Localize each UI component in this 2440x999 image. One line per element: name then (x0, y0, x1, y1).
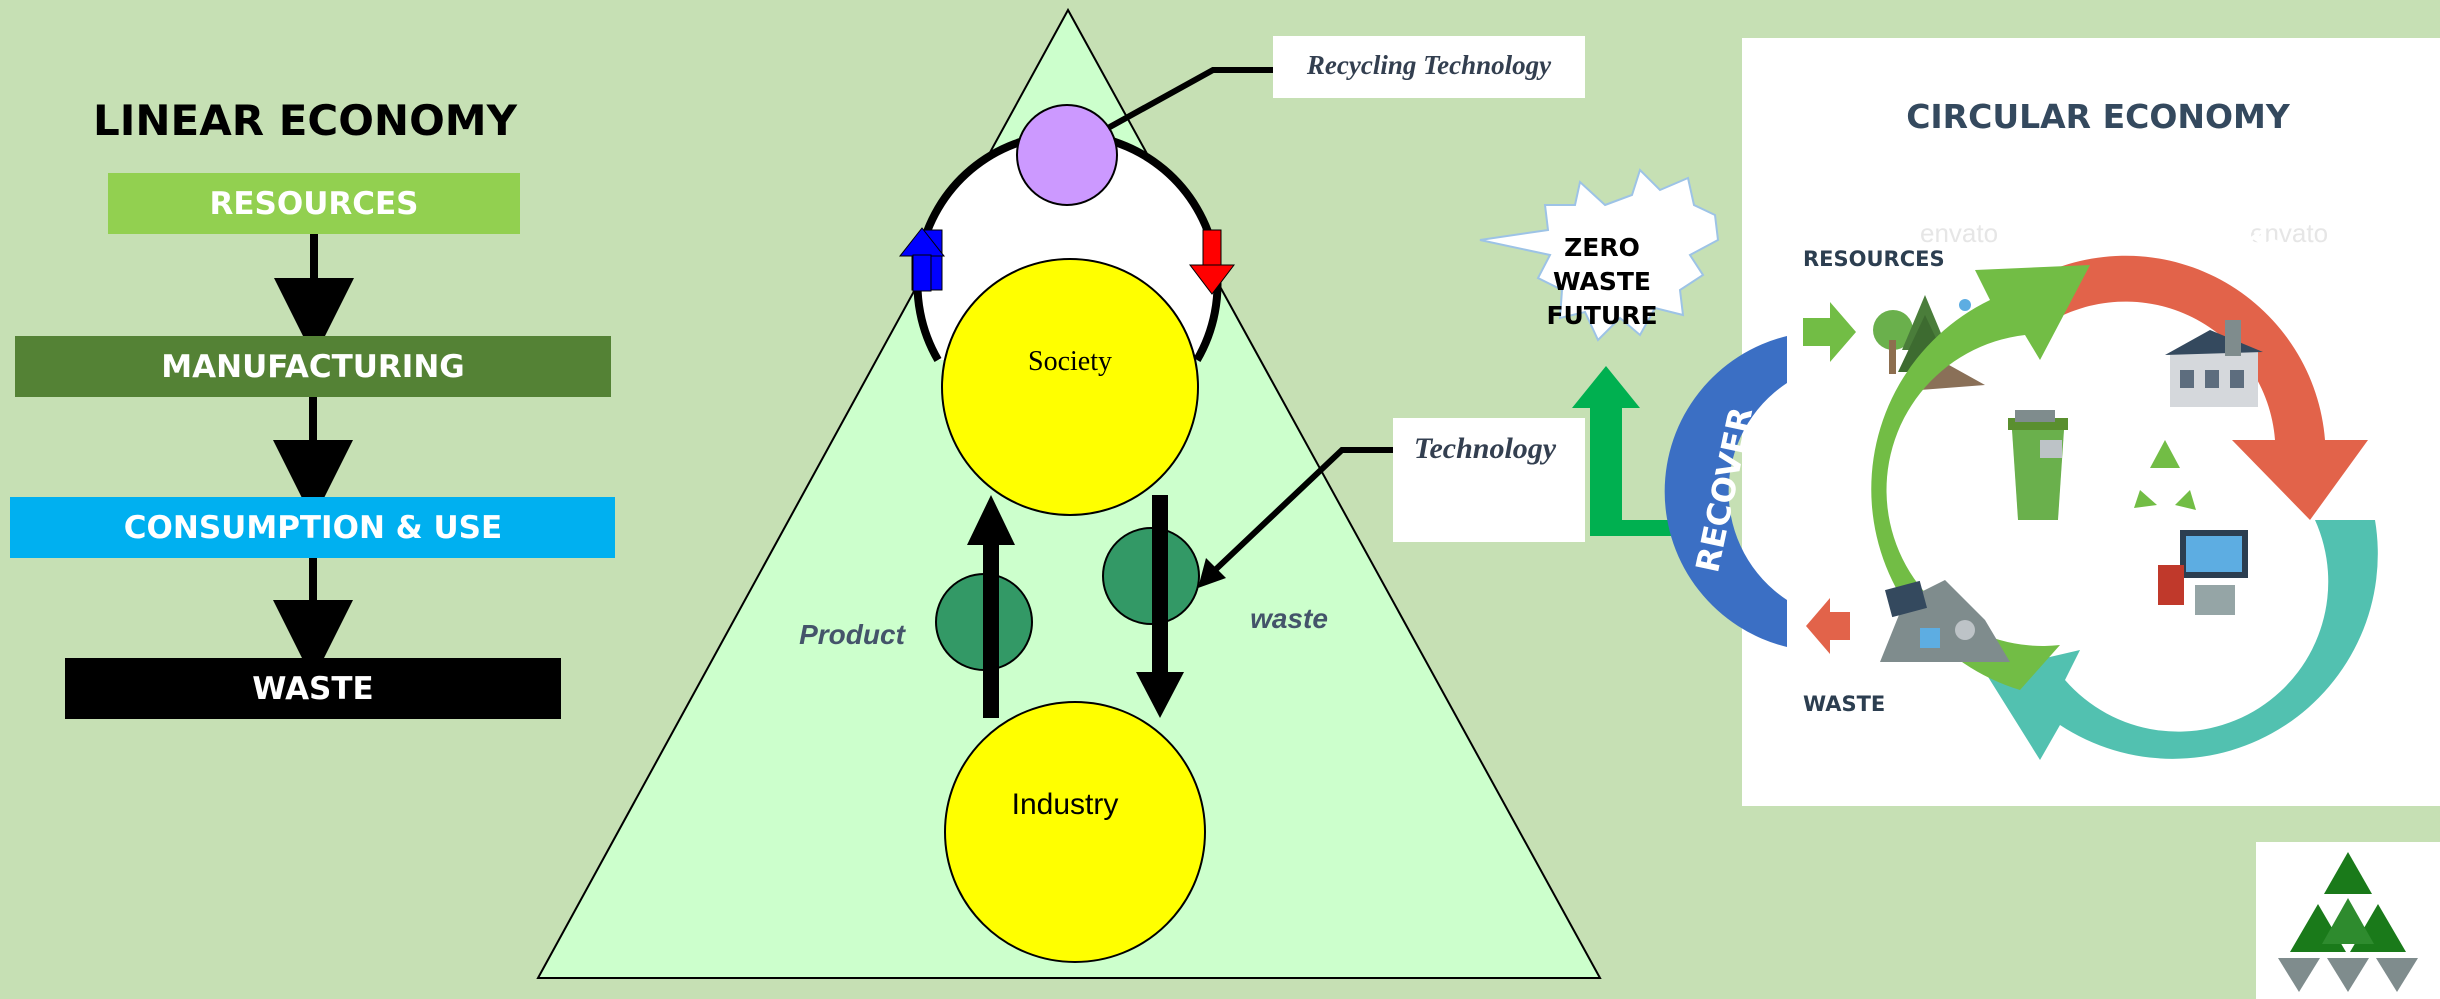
logo-base-mid (2327, 958, 2369, 992)
technology-box (1393, 418, 1585, 542)
red-down-arrow-head (1188, 264, 1236, 295)
product-arrow-head (967, 495, 1015, 545)
consumption-arc (1985, 520, 2378, 760)
circular-economy-panel: CIRCULAR ECONOMY envato envato RESOURCES… (1664, 38, 2440, 806)
waste-arrow-shaft (1152, 495, 1168, 675)
technology-label: Technology (1414, 432, 1557, 465)
society-label: Society (1028, 346, 1112, 377)
linear-title: LINEAR ECONOMY (93, 96, 518, 145)
logo-triangle-center (2322, 898, 2374, 944)
consumption-label: CONSUMPTION & USE (124, 510, 502, 546)
waste-flow-label: waste (1250, 603, 1328, 634)
recycle-symbol-icon (2134, 440, 2196, 510)
society-node (941, 258, 1199, 516)
trash-pile-icon (1880, 580, 2010, 662)
recycling-technology-label: Recycling Technology (1306, 50, 1552, 80)
manufacturing-label: MANUFACTURING (161, 349, 464, 385)
logo (2256, 842, 2440, 999)
waste-box (65, 658, 561, 719)
resources-box (108, 173, 520, 234)
zero-waste-arrow (1572, 366, 1675, 536)
resources-input-arrow (1803, 302, 1856, 362)
zero-waste-line-2: WASTE (1553, 267, 1651, 296)
recover-band (1664, 336, 1787, 647)
industry-label: Industry (1012, 788, 1119, 821)
industry-node (944, 701, 1206, 963)
blue-up-arrow-shaft (912, 254, 932, 292)
recycle-bin-icon (2008, 410, 2068, 520)
resources-label: RESOURCES (209, 186, 418, 222)
envato-watermark-2: envato (2250, 218, 2328, 248)
red-down-arrow-shaft (1202, 229, 1222, 267)
manufacturing-arc (2040, 255, 2368, 521)
technology-callout-line (1210, 447, 1395, 575)
zero-waste-group: ZERO WASTE FUTURE (1479, 168, 1720, 536)
recycling-technology-box (1273, 36, 1585, 98)
waste-node (1102, 527, 1200, 625)
factory-icon (2165, 320, 2263, 407)
logo-triangle-top (2324, 852, 2372, 894)
logo-base-right (2376, 958, 2418, 992)
zero-waste-line-1: ZERO (1564, 233, 1640, 262)
zero-waste-burst (1479, 168, 1720, 342)
product-label: Product (799, 619, 906, 650)
technology-callout-head (1198, 558, 1226, 588)
waste-output-arrow (1806, 598, 1850, 654)
recycling-arc (1871, 265, 2090, 690)
consumption-box (10, 497, 615, 558)
product-arrow-shaft (983, 540, 999, 718)
recycling-callout-line (1106, 67, 1275, 131)
zero-waste-line-3: FUTURE (1546, 301, 1657, 330)
resources-ce-label: RESOURCES (1803, 247, 1945, 271)
manufacturing-box (15, 336, 611, 397)
linear-economy: LINEAR ECONOMY RESOURCES MANUFACTURING C… (10, 96, 615, 719)
logo-base-left (2278, 958, 2320, 992)
waste-arrow-head (1136, 672, 1184, 718)
circular-panel-bg (1742, 38, 2440, 806)
waste-ce-label: WASTE (1803, 692, 1885, 716)
waste-label: WASTE (252, 671, 373, 707)
devices-icon (2158, 530, 2248, 615)
triangle-diagram: Recycling Technology Society Industry Pr… (536, 7, 1602, 979)
recycling-node (1016, 104, 1118, 206)
circular-title: CIRCULAR ECONOMY (1906, 97, 2291, 136)
envato-watermark-1: envato (1920, 218, 1998, 248)
